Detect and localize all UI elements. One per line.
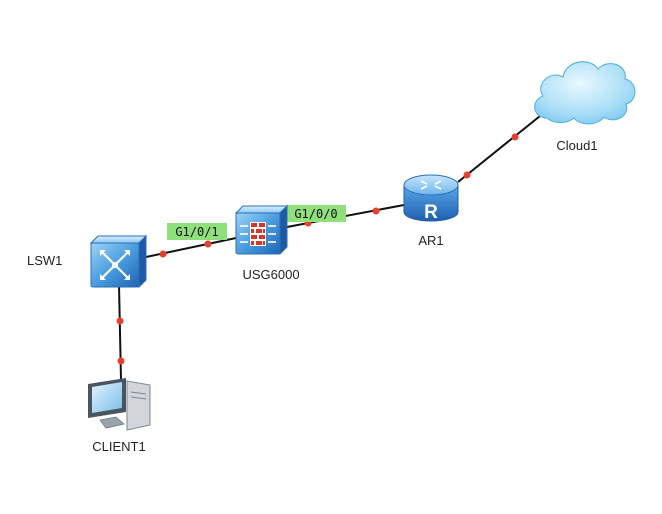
pc-node-client1[interactable]: CLIENT1 <box>88 378 151 454</box>
cloud-icon <box>534 61 636 125</box>
links <box>118 111 546 381</box>
port-dot <box>511 133 519 141</box>
port-label-text: G1/0/1 <box>175 225 218 239</box>
port-indicators <box>116 133 519 365</box>
firewall-icon <box>234 204 289 256</box>
switch-node-lsw1[interactable]: LSW1 <box>27 234 148 289</box>
link-lsw1-usg6000[interactable] <box>145 237 237 258</box>
port-dot <box>117 357 125 365</box>
port-dot <box>116 317 124 325</box>
node-label-ar1: AR1 <box>418 233 443 248</box>
firewall-node-usg6000[interactable]: USG6000 <box>234 204 300 282</box>
router-r-glyph: R <box>424 202 438 223</box>
router-node-ar1[interactable]: R AR1 <box>403 174 459 248</box>
port-dot <box>204 240 212 248</box>
port-dot <box>463 171 471 179</box>
router-icon: R <box>403 174 459 223</box>
port-dot <box>372 207 380 215</box>
cloud-node-cloud1[interactable]: Cloud1 <box>534 61 636 153</box>
pc-icon <box>88 378 151 431</box>
node-label-lsw1: LSW1 <box>27 253 62 268</box>
port-dot <box>159 250 167 258</box>
port-label-g100: G1/0/0 <box>286 205 346 222</box>
switch-icon <box>89 234 148 289</box>
node-label-usg6000: USG6000 <box>242 267 299 282</box>
node-label-cloud1: Cloud1 <box>556 138 597 153</box>
port-label-g101: G1/0/1 <box>167 223 227 240</box>
link-lsw1-client1[interactable] <box>118 284 122 381</box>
port-label-text: G1/0/0 <box>294 207 337 221</box>
node-label-client1: CLIENT1 <box>92 439 145 454</box>
link-ar1-cloud1[interactable] <box>457 111 546 183</box>
